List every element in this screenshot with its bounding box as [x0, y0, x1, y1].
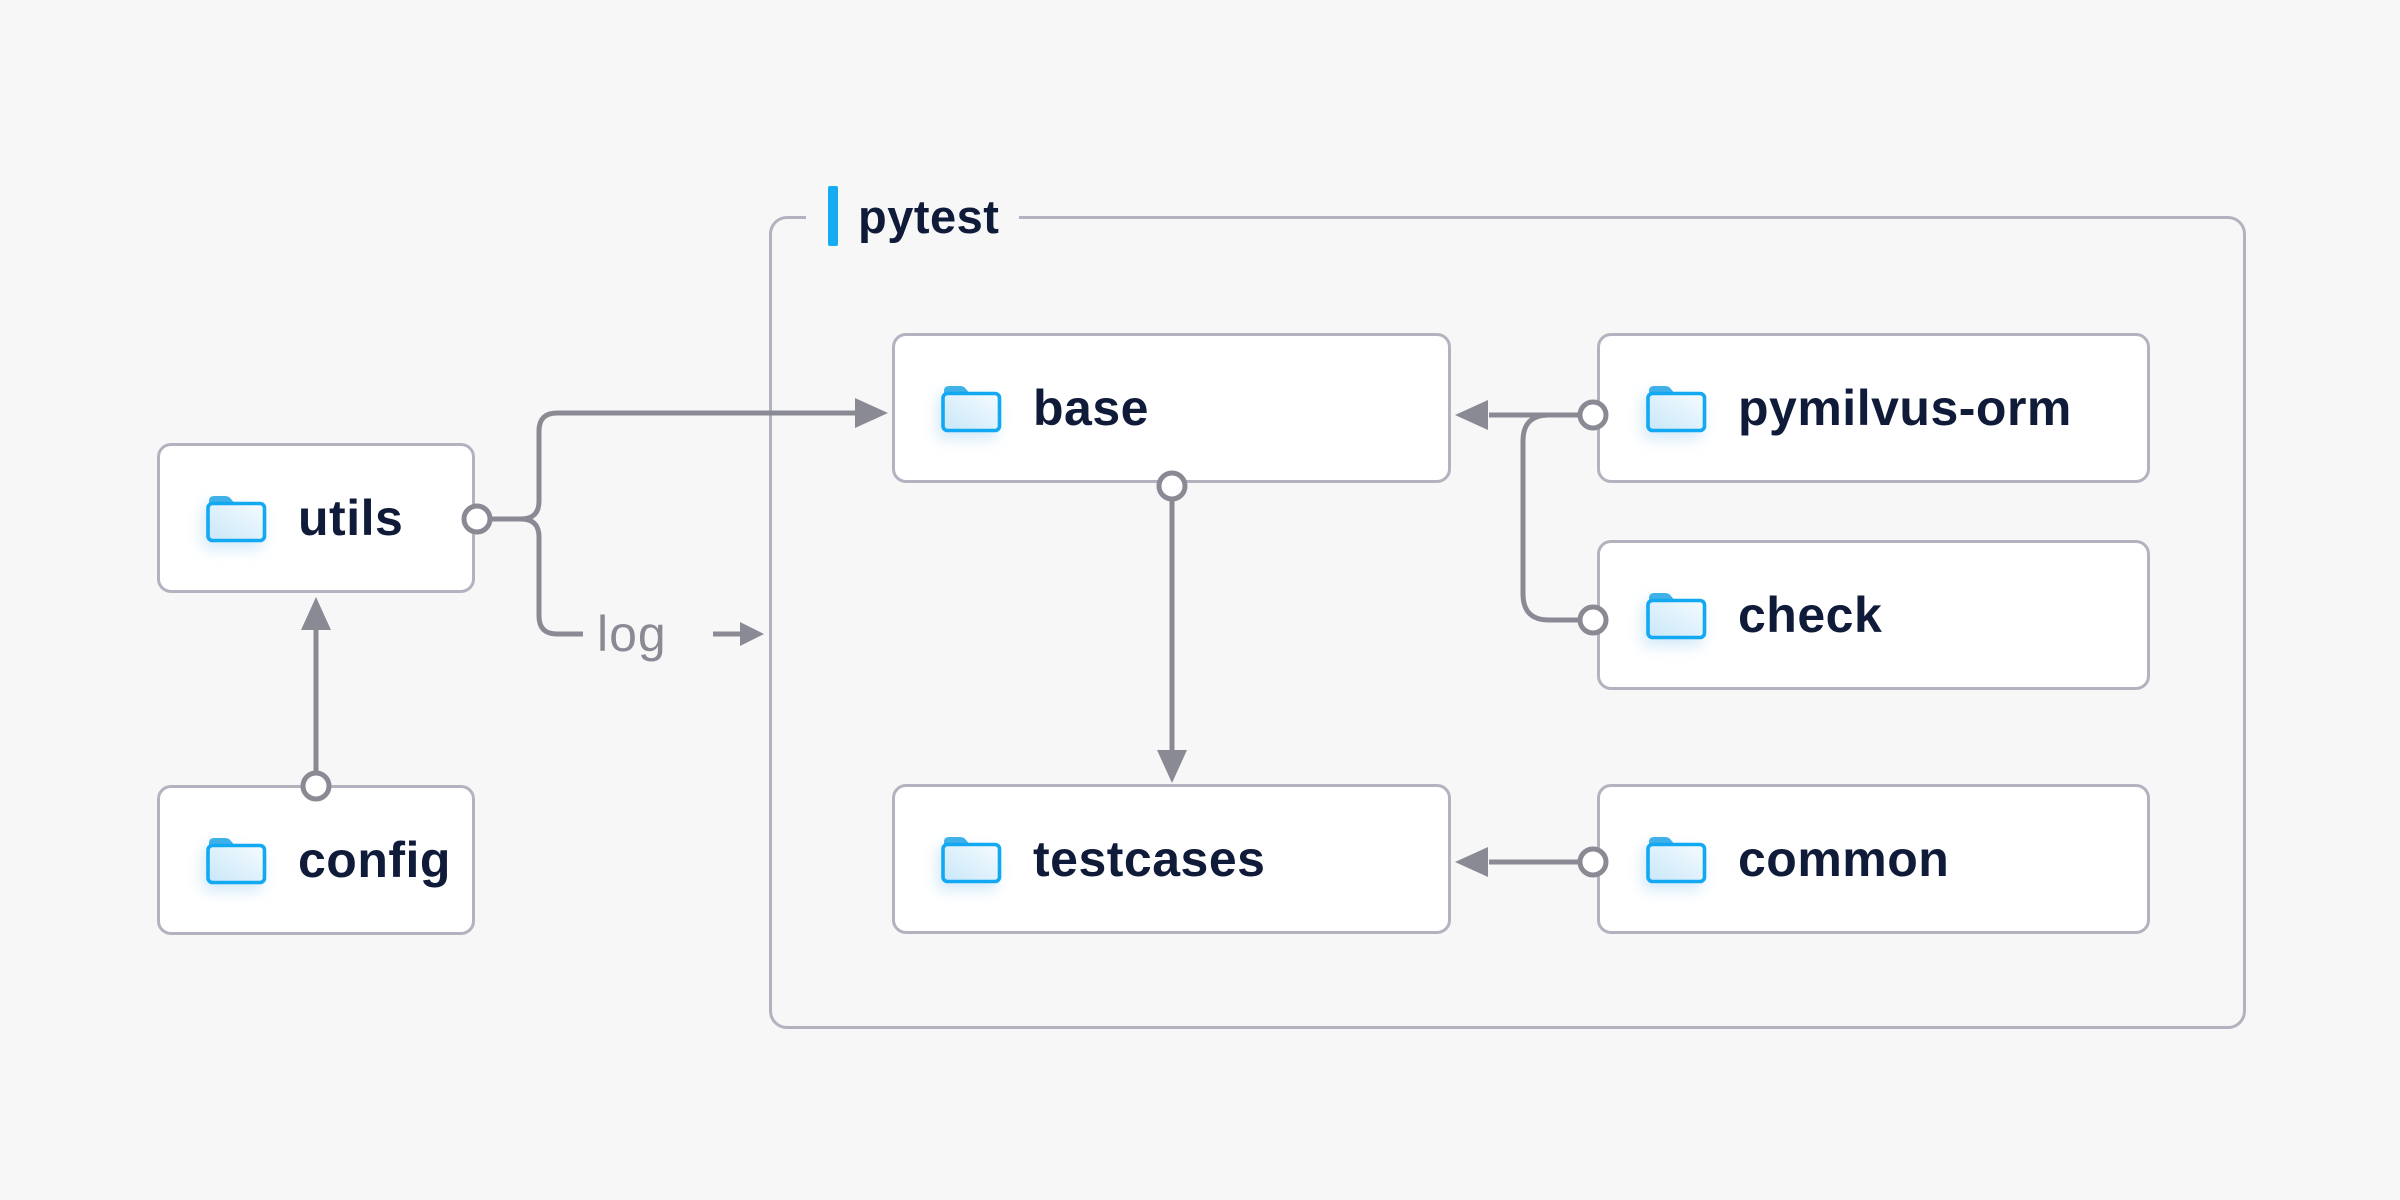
node-label: check	[1738, 587, 1883, 643]
node-check: check	[1597, 540, 2150, 690]
folder-icon	[1644, 833, 1708, 885]
pytest-group-label: pytest	[806, 182, 1020, 250]
folder-icon	[1644, 589, 1708, 641]
node-common: common	[1597, 784, 2150, 934]
pytest-group-container	[769, 216, 2246, 1029]
edge-config-utils	[300, 597, 332, 802]
node-testcases: testcases	[892, 784, 1451, 934]
node-config: config	[157, 785, 475, 935]
node-label: testcases	[1033, 831, 1266, 887]
folder-icon	[939, 382, 1003, 434]
node-label: common	[1738, 831, 1950, 887]
node-pymilvus-orm: pymilvus-orm	[1597, 333, 2150, 483]
node-label: base	[1033, 380, 1149, 436]
accent-bar	[828, 186, 838, 246]
group-title: pytest	[858, 189, 1000, 243]
node-utils: utils	[157, 443, 475, 593]
node-base: base	[892, 333, 1451, 483]
node-label: utils	[298, 490, 404, 546]
folder-icon	[939, 833, 1003, 885]
folder-icon	[1644, 382, 1708, 434]
node-label: pymilvus-orm	[1738, 380, 2072, 436]
edge-utils-log: log	[520, 516, 764, 662]
folder-icon	[204, 492, 268, 544]
node-label: config	[298, 832, 451, 888]
folder-icon	[204, 834, 268, 886]
log-label: log	[597, 606, 667, 662]
